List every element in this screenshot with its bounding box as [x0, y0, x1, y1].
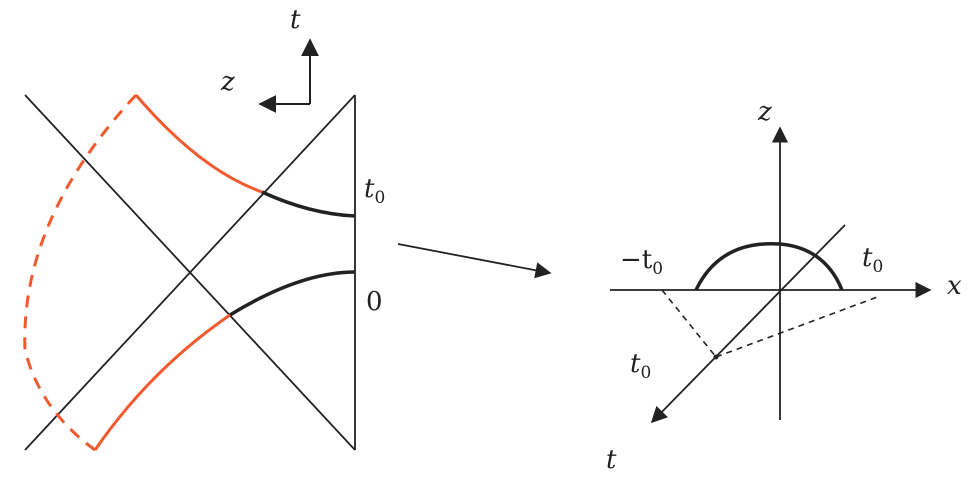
- left-panel: t z t0 0: [23, 5, 385, 452]
- t-axis-point-label-sub: 0: [640, 363, 651, 383]
- diagonal-line-up: [24, 94, 356, 451]
- right-t-axis: [650, 224, 846, 424]
- left-point-label-main: −t: [620, 245, 653, 275]
- right-point-label-main: t: [862, 243, 873, 273]
- mapping-arrow: [397, 243, 552, 279]
- right-z-axis-label: z: [757, 97, 772, 127]
- dashed-line-right: [715, 295, 881, 358]
- boundary-label-zero: 0: [366, 287, 383, 317]
- right-x-axis-label: x: [947, 271, 962, 301]
- boundary-label-t0-sub: 0: [374, 188, 385, 208]
- left-point-label: −t0: [620, 245, 663, 279]
- t0-point-marker: [713, 354, 719, 360]
- boundary-label-t0: t0: [364, 174, 385, 208]
- left-point-label-sub: 0: [652, 259, 663, 279]
- lower-curve-orange: [93, 313, 231, 451]
- right-panel: z x t −t0 t0 t0: [606, 97, 962, 475]
- right-point-label: t0: [862, 243, 883, 277]
- upper-curve-black: [261, 190, 356, 218]
- right-t-axis-label: t: [606, 445, 617, 475]
- right-point-label-sub: 0: [872, 257, 883, 277]
- t-axis-point-label: t0: [630, 349, 651, 383]
- dashed-line-left: [661, 289, 717, 358]
- semicircle-arc: [694, 241, 844, 291]
- lower-curve-black: [229, 270, 356, 317]
- boundary-label-t0-main: t: [364, 174, 375, 204]
- upper-curve-orange: [134, 94, 263, 194]
- left-z-axis-label: z: [220, 67, 235, 97]
- left-t-axis-label: t: [290, 5, 301, 35]
- dashed-orange-arc: [23, 93, 138, 452]
- t-axis-point-label-main: t: [630, 349, 641, 379]
